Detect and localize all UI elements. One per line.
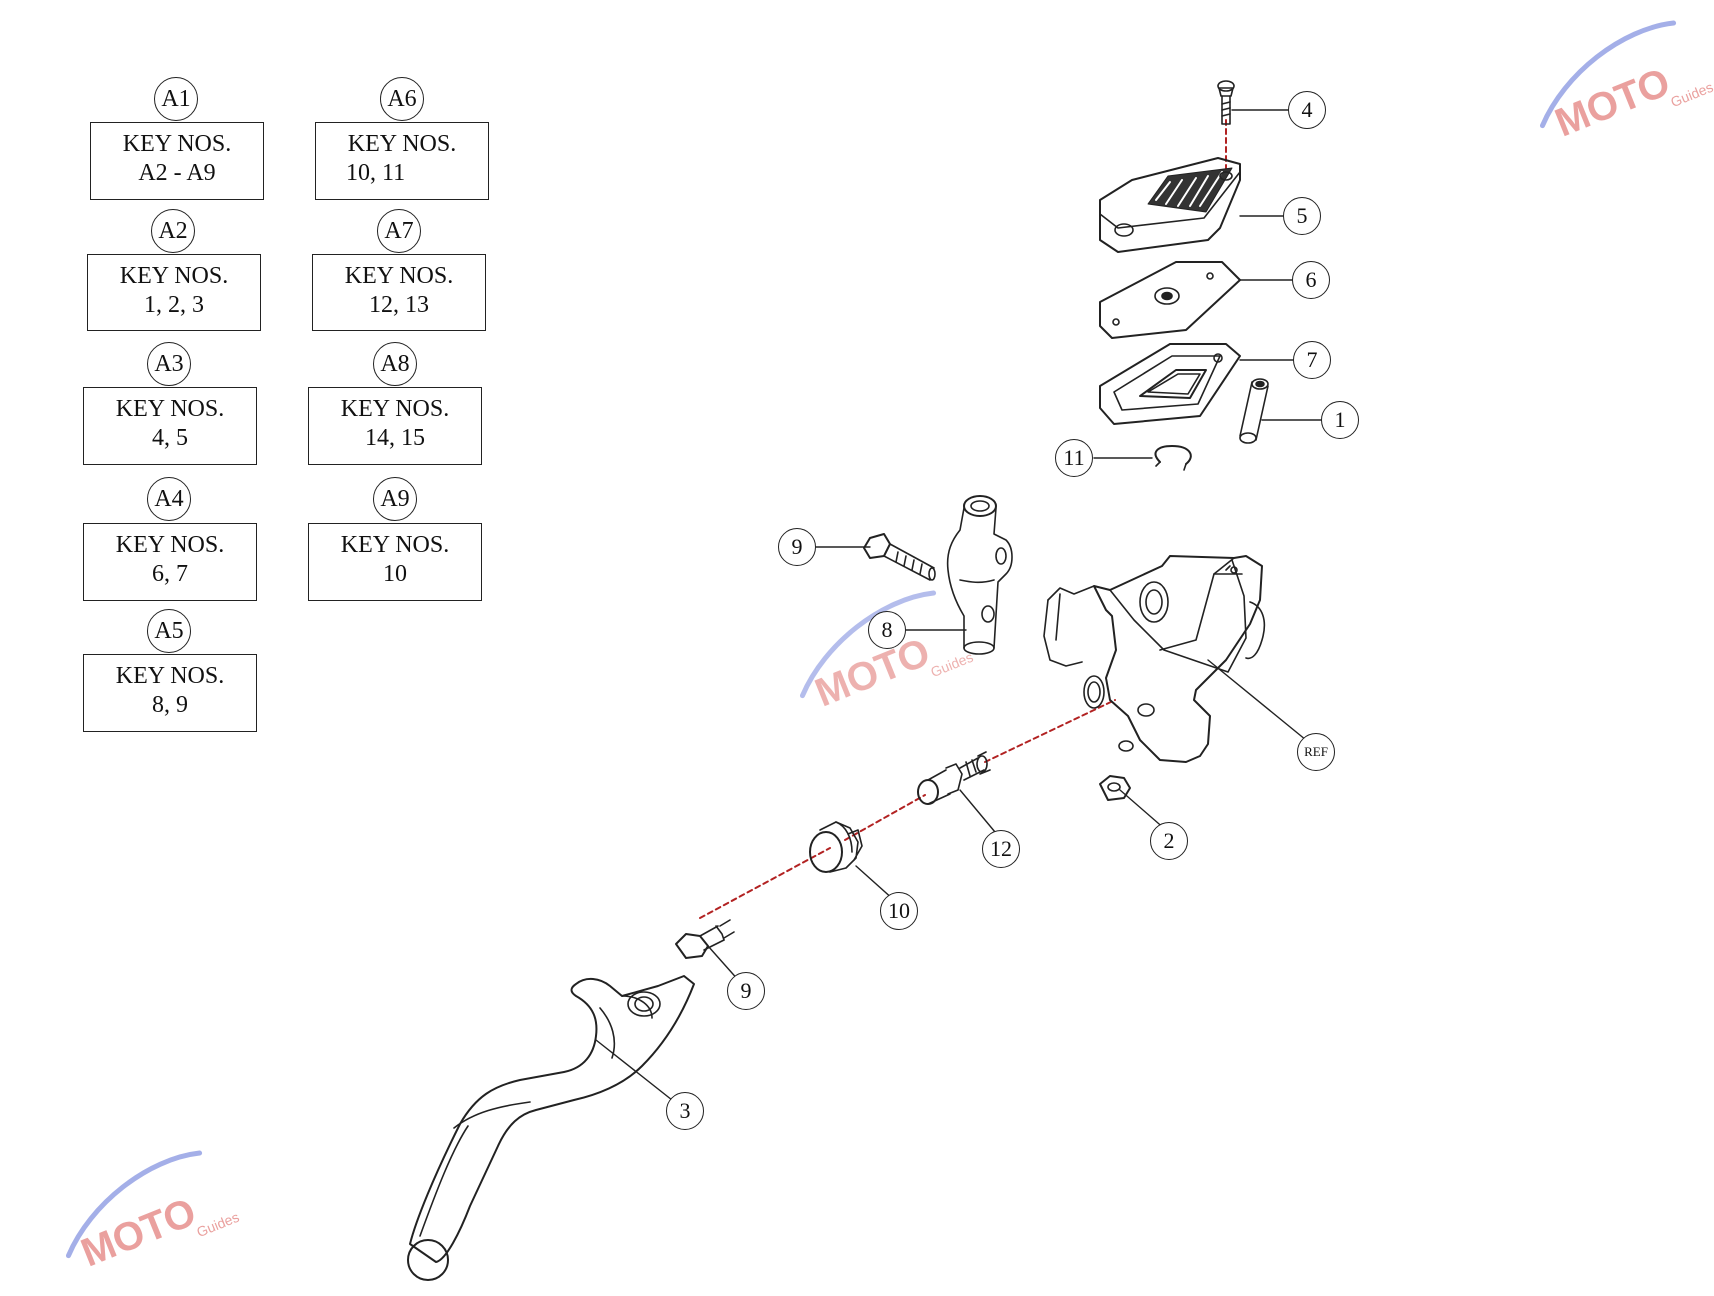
- reservoir-cap-part-5: [1099, 157, 1241, 253]
- callout-9-lower: 9: [727, 972, 765, 1010]
- watermark-text: MOTO: [1549, 60, 1676, 145]
- leader-lines: [595, 109, 1335, 1101]
- kit-box-a8: KEY NOS. 14, 15: [308, 387, 482, 465]
- callout-1: 1: [1321, 401, 1359, 439]
- watermark-logo-top-right: MOTO Guides: [1539, 20, 1714, 145]
- callout-10: 10: [880, 892, 918, 930]
- kit-id-a9: A9: [373, 477, 417, 521]
- callout-12: 12: [982, 830, 1020, 868]
- kit-label: KEY NOS.: [119, 263, 229, 289]
- callout-11: 11: [1055, 439, 1093, 477]
- kit-box-a4: KEY NOS. 6, 7: [83, 523, 257, 601]
- pin-part-1: [1239, 378, 1269, 444]
- handlebar-clamp-part-8: [946, 495, 1013, 655]
- kit-key-numbers: A2 - A9: [138, 160, 216, 186]
- kit-box-a3: KEY NOS. 4, 5: [83, 387, 257, 465]
- svg-text:MOTO: MOTO: [75, 1190, 202, 1275]
- callout-7: 7: [1293, 341, 1331, 379]
- kit-key-numbers: 10: [383, 561, 407, 587]
- pivot-bolt-part-9-lower: [675, 919, 735, 959]
- kit-label: KEY NOS.: [115, 532, 225, 558]
- kit-label: KEY NOS.: [122, 131, 232, 157]
- kit-id-a2: A2: [151, 209, 195, 253]
- lever-part-3: [407, 975, 695, 1281]
- kit-key-numbers: 6, 7: [152, 561, 188, 587]
- clamp-bolt-part-9-upper: [863, 533, 936, 581]
- screw-part-4: [1217, 80, 1235, 125]
- kit-label: KEY NOS.: [115, 396, 225, 422]
- callout-3: 3: [666, 1092, 704, 1130]
- kit-key-numbers: 1, 2, 3: [144, 292, 204, 318]
- callout-ref: REF: [1297, 733, 1335, 771]
- kit-key-numbers: 10, 11: [346, 160, 406, 186]
- watermark-logo-center: MOTO Guides: [799, 590, 975, 715]
- kit-box-a7: KEY NOS. 12, 13: [312, 254, 486, 331]
- kit-box-a2: KEY NOS. 1, 2, 3: [87, 254, 261, 331]
- kit-label: KEY NOS.: [340, 532, 450, 558]
- kit-id-a5: A5: [147, 609, 191, 653]
- kit-id-a1: A1: [154, 77, 198, 121]
- boot-part-10: [809, 821, 863, 873]
- callout-2: 2: [1150, 822, 1188, 860]
- callout-8: 8: [868, 611, 906, 649]
- kit-label: KEY NOS.: [115, 663, 225, 689]
- diaphragm-plate-part-6: [1099, 261, 1241, 339]
- master-cylinder-body-ref: [1043, 555, 1266, 763]
- kit-id-a3: A3: [147, 342, 191, 386]
- kit-box-a1: KEY NOS. A2 - A9: [90, 122, 264, 200]
- kit-id-a6: A6: [380, 77, 424, 121]
- kit-id-a8: A8: [373, 342, 417, 386]
- kit-key-numbers: 8, 9: [152, 692, 188, 718]
- callout-4: 4: [1288, 91, 1326, 129]
- callout-9-upper: 9: [778, 528, 816, 566]
- piston-part-12: [917, 751, 991, 805]
- watermark-subtext: Guides: [1668, 79, 1714, 110]
- kit-key-numbers: 12, 13: [369, 292, 429, 318]
- kit-id-a4: A4: [147, 477, 191, 521]
- kit-label: KEY NOS.: [347, 131, 457, 157]
- kit-label: KEY NOS.: [344, 263, 454, 289]
- kit-box-a5: KEY NOS. 8, 9: [83, 654, 257, 732]
- kit-box-a9: KEY NOS. 10: [308, 523, 482, 601]
- svg-text:Guides: Guides: [928, 649, 975, 680]
- circlip-part-11: [1154, 445, 1192, 471]
- diaphragm-gasket-part-7: [1099, 343, 1241, 425]
- assembly-axis-lines: [699, 119, 1227, 919]
- kit-key-numbers: 4, 5: [152, 425, 188, 451]
- svg-text:Guides: Guides: [194, 1209, 241, 1240]
- kit-id-a7: A7: [377, 209, 421, 253]
- kit-key-numbers: 14, 15: [365, 425, 425, 451]
- callout-5: 5: [1283, 197, 1321, 235]
- kit-label: KEY NOS.: [340, 396, 450, 422]
- nut-part-2: [1099, 775, 1131, 801]
- callout-6: 6: [1292, 261, 1330, 299]
- watermark-logo-bottom-left: MOTO Guides: [65, 1150, 241, 1275]
- kit-box-a6: KEY NOS. 10, 11: [315, 122, 489, 200]
